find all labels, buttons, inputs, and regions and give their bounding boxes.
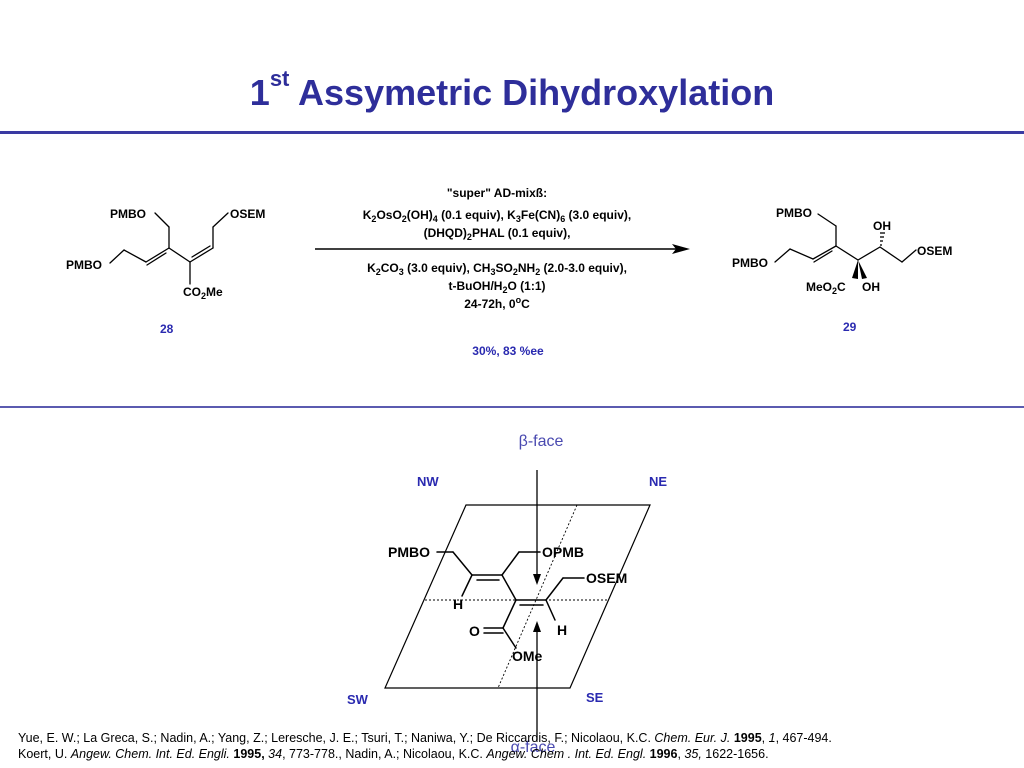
conditions-reagent-line: "super" AD-mixß: [447, 186, 547, 200]
reference-run: 1622-1656. [701, 747, 769, 761]
reference-run: Koert, U. [18, 747, 71, 761]
title-superscript: st [269, 66, 290, 91]
quadrant-ne-label: NE [649, 474, 667, 489]
reference-run: 34 [268, 747, 283, 761]
plane-vertical-divider [497, 504, 578, 689]
reference-run: Angew. Chem. Int. Ed. Engli. [70, 747, 230, 761]
mnemonic-plane [384, 504, 651, 689]
sm-pmbo-left-label: PMBO [66, 258, 102, 272]
title-number: 1 [249, 72, 270, 113]
beta-attack-arrowhead [533, 574, 541, 585]
reference-run: , [761, 731, 769, 745]
product-wedge-bond-left [852, 260, 858, 279]
reference-run: 1995, [233, 747, 265, 761]
conditions-solvent-line: t-BuOH/H2O (1:1) [448, 279, 545, 295]
reference-run: 1 [768, 731, 776, 745]
quadrant-nw-label: NW [417, 474, 439, 489]
product-bonds [774, 213, 917, 263]
product-oh-top-label: OH [873, 219, 891, 233]
product-oh-bottom-label: OH [862, 280, 880, 294]
alpha-attack-arrowhead [533, 621, 541, 632]
conditions-ligand-line: (DHQD)2PHAL (0.1 equiv), [424, 226, 571, 242]
product-pmbo-top-label: PMBO [776, 206, 812, 220]
reference-run: 1996 [649, 747, 678, 761]
reaction-yield: 30%, 83 %ee [472, 344, 544, 358]
conditions-additives-line: K2CO3 (3.0 equiv), CH3SO2NH2 (2.0-3.0 eq… [367, 261, 627, 277]
reference-1: Yue, E. W.; La Greca, S.; Nadin, A.; Yan… [18, 730, 1018, 746]
sm-pmbo-top-label: PMBO [110, 207, 146, 221]
top-divider [0, 131, 1024, 134]
conditions-time-temp-line: 24-72h, 0oC [464, 295, 530, 311]
starting-material-bonds [109, 212, 229, 285]
model-carbonyl-o-label: O [469, 623, 480, 639]
product-pmbo-left-label: PMBO [732, 256, 768, 270]
reference-run: Angew. Chem . Int. Ed. Engl. [486, 747, 647, 761]
model-opmb-label: OPMB [542, 544, 584, 560]
slide-title: 1st Assymetric Dihydroxylation [0, 68, 1024, 114]
title-text: Assymetric Dihydroxylation [289, 72, 775, 113]
reference-run: 35, [684, 747, 702, 761]
model-h-left-label: H [453, 596, 463, 612]
quadrant-sw-label: SW [347, 692, 369, 707]
middle-divider [0, 406, 1024, 408]
model-pmbo-label: PMBO [388, 544, 430, 560]
reference-run: 1995 [733, 731, 762, 745]
reference-run: , [677, 747, 685, 761]
model-osem-label: OSEM [586, 570, 627, 586]
model-ome-label: OMe [512, 648, 543, 664]
reference-run: , 467-494. [775, 731, 832, 745]
sm-ester-label: CO2Me [183, 285, 223, 301]
reference-run: Yue, E. W.; La Greca, S.; Nadin, A.; Yan… [18, 731, 655, 745]
product-osem-label: OSEM [917, 244, 952, 258]
product-ester-label: MeO2C [806, 280, 846, 296]
reference-run: , 773-778., Nadin, A.; Nicolaou, K.C. [282, 747, 487, 761]
reference-2: Koert, U. Angew. Chem. Int. Ed. Engli. 1… [18, 746, 1018, 762]
product-hashed-bond [880, 232, 885, 246]
alpha-face-label: α-face [511, 739, 556, 756]
quadrant-se-label: SE [586, 690, 604, 705]
compound-28-number: 28 [160, 322, 174, 336]
reference-run: Chem. Eur. J. [654, 731, 731, 745]
references: Yue, E. W.; La Greca, S.; Nadin, A.; Yan… [18, 730, 1018, 762]
sm-osem-label: OSEM [230, 207, 265, 221]
beta-face-label: β-face [519, 433, 564, 450]
model-molecule-bonds [436, 551, 585, 649]
product-wedge-bond-right [858, 260, 867, 279]
conditions-catalyst-line: K2OsO2(OH)4 (0.1 equiv), K3Fe(CN)6 (3.0 … [363, 208, 631, 224]
model-h-right-label: H [557, 622, 567, 638]
reaction-arrowhead [672, 244, 690, 254]
compound-29-number: 29 [843, 320, 857, 334]
